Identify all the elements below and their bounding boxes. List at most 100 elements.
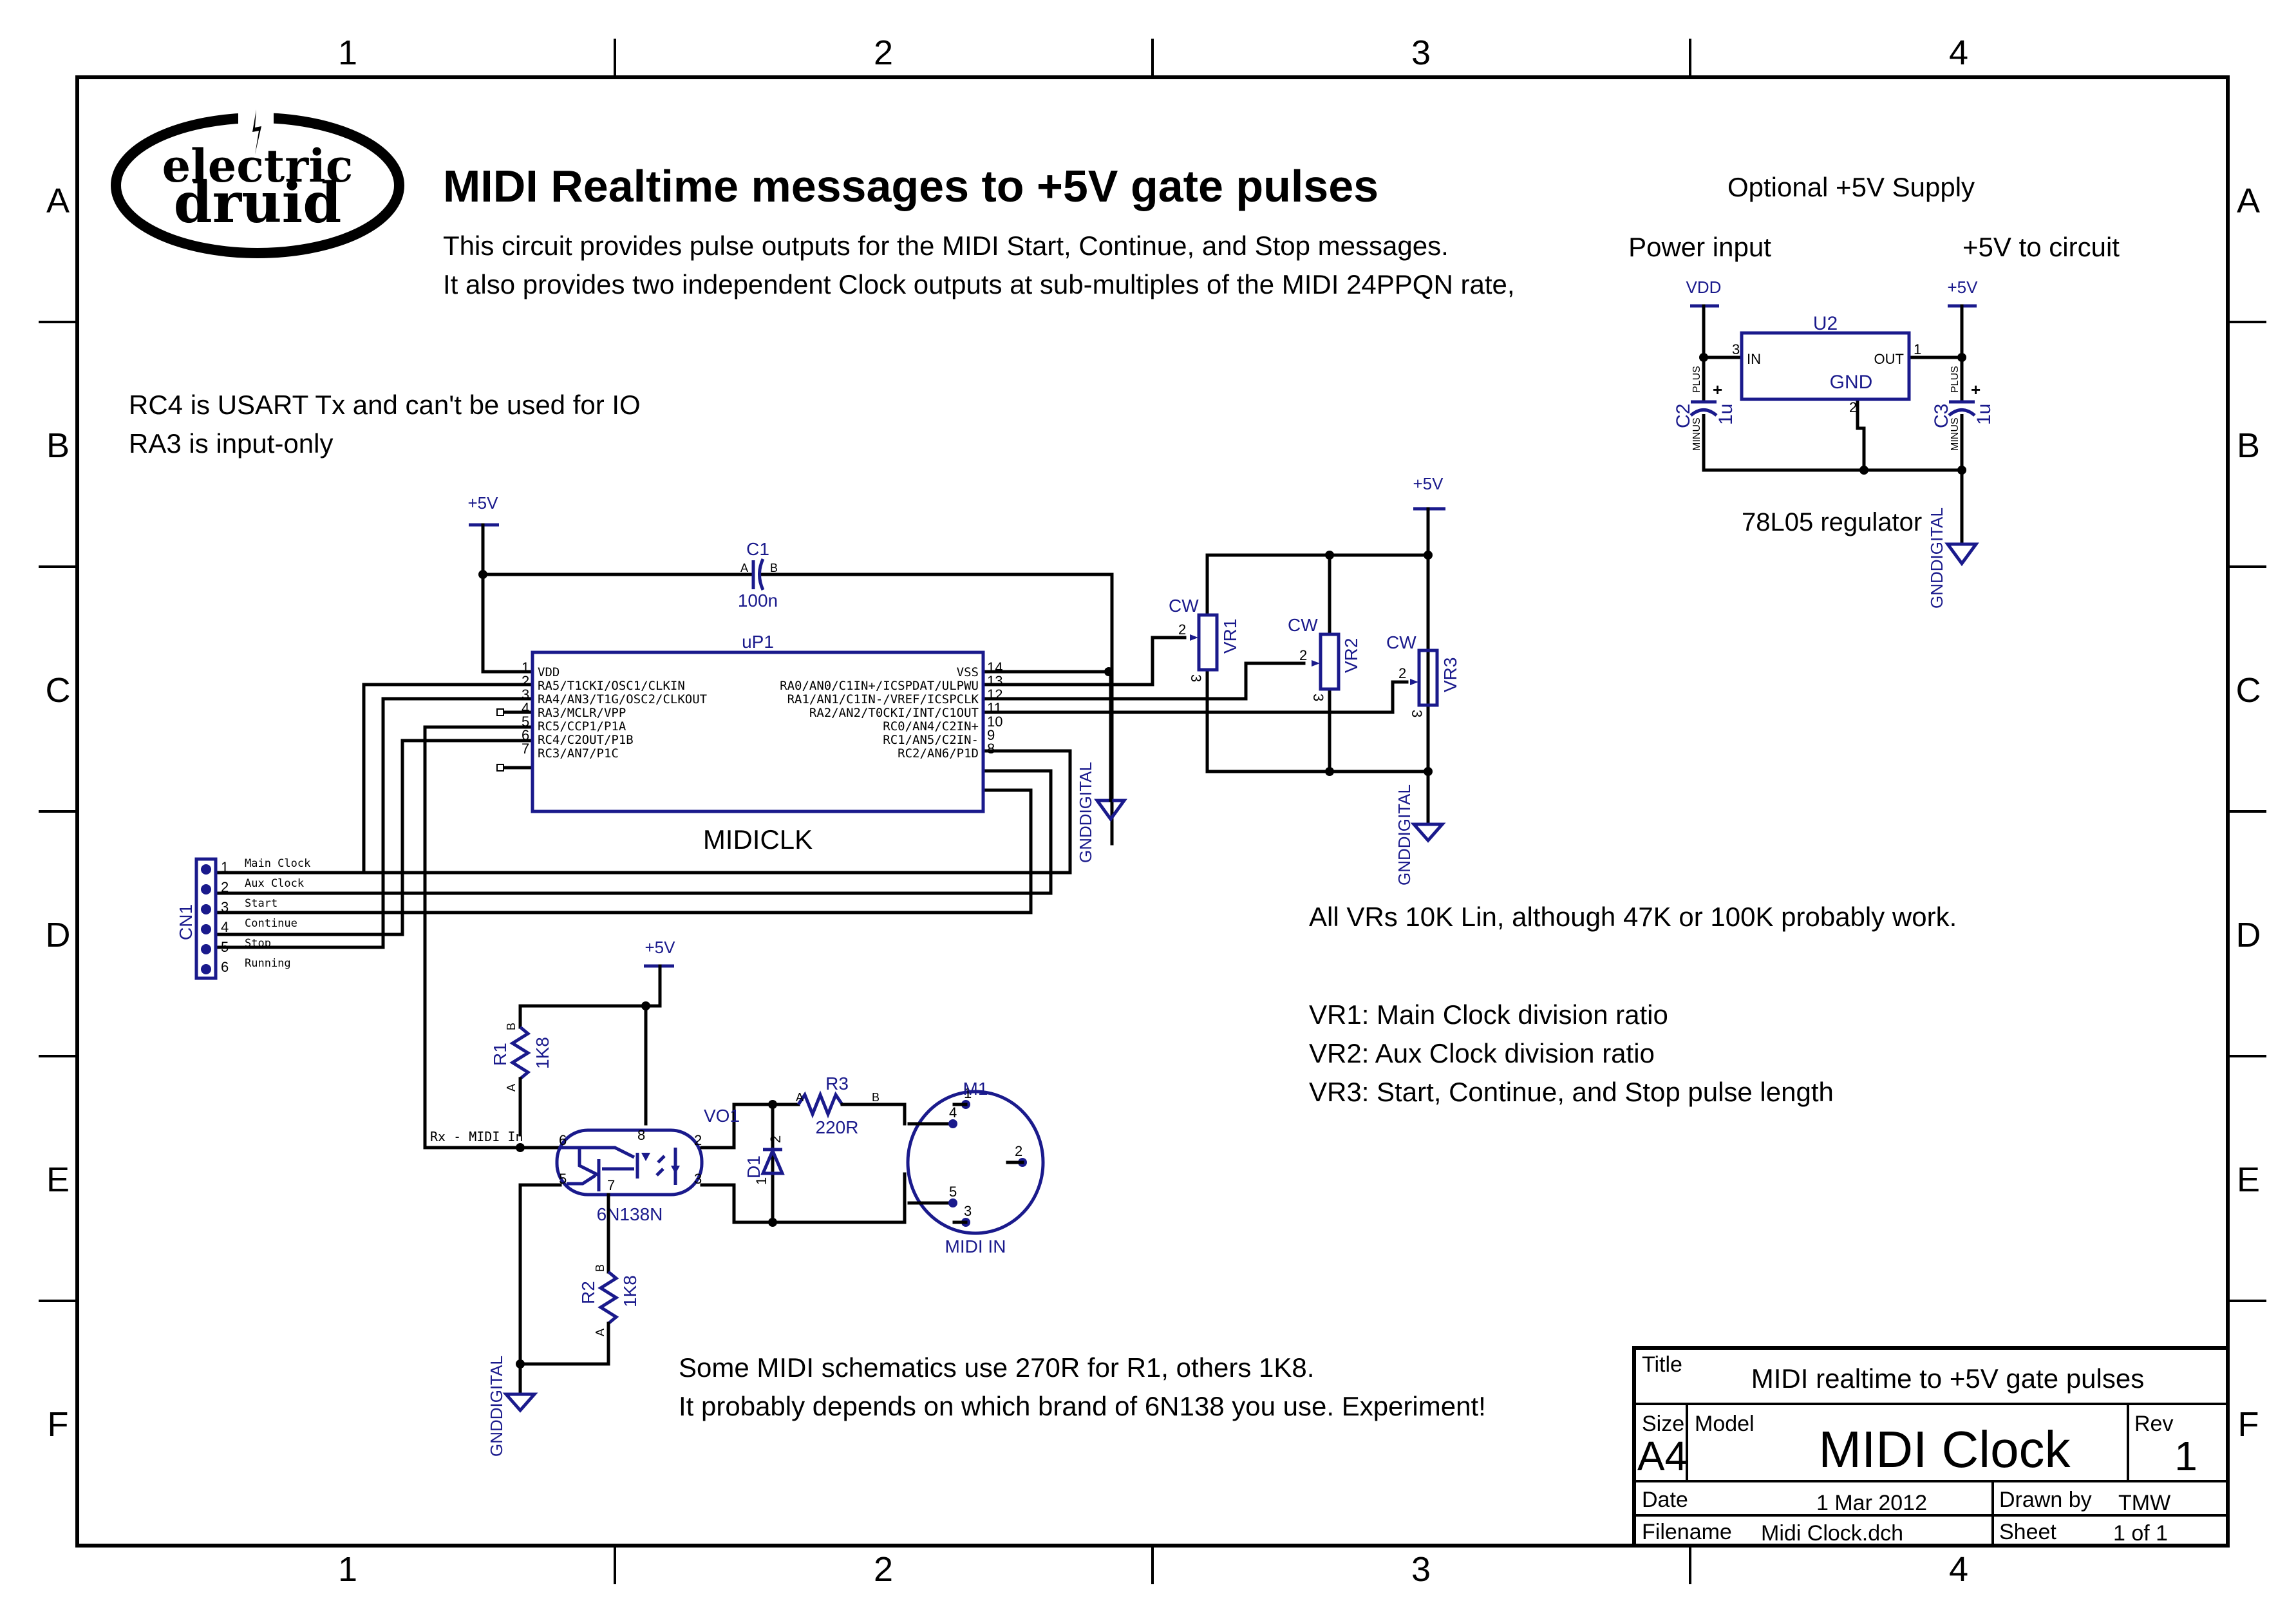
drawn-by-value: TMW bbox=[2118, 1491, 2170, 1515]
opto-pin: 5 bbox=[559, 1171, 567, 1187]
description-line-2: It also provides two independent Clock o… bbox=[443, 269, 1515, 299]
r3-value: 220R bbox=[816, 1117, 859, 1137]
mcu-pin-number: 11 bbox=[987, 700, 1002, 716]
cn1-pin-number: 4 bbox=[221, 919, 229, 935]
c3-plus-label: PLUS bbox=[1950, 366, 1961, 393]
mcu-pin-number: 7 bbox=[522, 741, 529, 757]
wiper-arrow-icon bbox=[1312, 660, 1320, 667]
vr1: CW VR1 2 3 bbox=[1169, 596, 1240, 682]
mcu-pin-label: RC5/CCP1/P1A bbox=[538, 719, 626, 734]
mcu-pin-number: 10 bbox=[987, 714, 1002, 730]
wire-opto-pin2 bbox=[700, 1103, 799, 1150]
cn1-pin-label: Aux Clock bbox=[245, 877, 304, 890]
photodiode-icon bbox=[641, 1153, 650, 1161]
mcu-pin-number: 12 bbox=[987, 686, 1002, 703]
mcu-pin-label: RC2/AN6/P1D bbox=[898, 746, 979, 761]
mcu-pin-label: VDD bbox=[538, 665, 560, 679]
wire-ra1-vr2 bbox=[981, 661, 1306, 701]
mcu-pin-label: VSS bbox=[957, 665, 979, 679]
opto-pin: 7 bbox=[607, 1177, 615, 1193]
plus5-label: +5V bbox=[645, 938, 676, 957]
r2-pin-a: A bbox=[594, 1329, 607, 1336]
c2-plus-label: PLUS bbox=[1691, 366, 1702, 393]
cn1-pin-label: Continue bbox=[245, 917, 297, 930]
wiper-arrow-icon bbox=[1190, 634, 1198, 641]
plus5-label: +5V bbox=[468, 493, 499, 513]
wire-ra0-vr1 bbox=[981, 636, 1187, 686]
d1-pin1: 1 bbox=[753, 1177, 769, 1185]
mcu-pin-label: RC1/AN5/C2IN- bbox=[883, 733, 979, 747]
r1-zigzag bbox=[509, 1026, 531, 1080]
wire-ra5 bbox=[217, 683, 534, 875]
gnd-label: GNDDIGITAL bbox=[1395, 784, 1414, 885]
column-label: 4 bbox=[1949, 33, 1968, 72]
junction-dot bbox=[1957, 353, 1966, 362]
date-label: Date bbox=[1642, 1488, 1688, 1512]
u2-ref: U2 bbox=[1813, 313, 1838, 334]
mcu-pin-label: RA3/MCLR/VPP bbox=[538, 706, 626, 720]
lightning-bolt-icon bbox=[252, 109, 261, 155]
no-connect-marker bbox=[496, 708, 504, 716]
light-arrow-icon bbox=[655, 1168, 664, 1177]
title-block: Title MIDI realtime to +5V gate pulses S… bbox=[1632, 1346, 2230, 1548]
regulator-label: 78L05 regulator bbox=[1742, 508, 1922, 536]
junction-dot bbox=[1699, 353, 1708, 362]
c2-value: 1u bbox=[1715, 404, 1736, 425]
drawn-by-label: Drawn by bbox=[1999, 1488, 2092, 1512]
vr3-ref: VR3 bbox=[1440, 658, 1460, 692]
row-label: E bbox=[2237, 1160, 2260, 1199]
drawing-frame: 1 2 3 4 1 2 3 4 A B C D E F A B C D E F bbox=[39, 33, 2266, 1589]
mcu-wiring: +5V C1 A B 100n GNDDIGITAL bbox=[217, 493, 1409, 1150]
note-vr-values: All VRs 10K Lin, although 47K or 100K pr… bbox=[1309, 902, 1957, 932]
mcu-pin-number: 3 bbox=[522, 686, 529, 703]
r1-ref: R1 bbox=[490, 1043, 510, 1066]
midi-in-section: +5V R1 1K8 A B Rx - MIDI In 6N138N 6 8 2… bbox=[423, 938, 1045, 1457]
vr1-pin2: 2 bbox=[1178, 621, 1186, 638]
electric-druid-logo: electric druid bbox=[111, 109, 404, 258]
logo-text-electric: electric bbox=[162, 139, 353, 193]
c1-pin-a: A bbox=[740, 562, 748, 574]
wire-opto-pin3 bbox=[700, 1172, 907, 1224]
vdd-label: VDD bbox=[1686, 278, 1722, 297]
column-label: 2 bbox=[874, 33, 893, 72]
model-value: MIDI Clock bbox=[1818, 1421, 2071, 1478]
mcu-pin-label: RA5/T1CKI/OSC1/CLKIN bbox=[538, 679, 685, 693]
din-pin-label: 1 bbox=[964, 1085, 972, 1101]
junction-dot bbox=[1424, 551, 1433, 560]
c1-ref: C1 bbox=[746, 539, 769, 559]
cn1-pin-dot bbox=[201, 924, 211, 934]
r1-pin-a: A bbox=[505, 1084, 518, 1092]
cn1-pin-label: Stop bbox=[245, 937, 271, 950]
cn1-pin-dot bbox=[201, 904, 211, 914]
note-rc4: RC4 is USART Tx and can't be used for IO bbox=[129, 390, 641, 420]
d1-ref: D1 bbox=[744, 1155, 764, 1179]
vr2: CW VR2 2 3 bbox=[1288, 615, 1361, 701]
column-label: 1 bbox=[338, 33, 357, 72]
ground-icon bbox=[1410, 822, 1446, 843]
row-label: A bbox=[46, 182, 70, 220]
mcu-up1: uP1 MIDICLK VDD1RA5/T1CKI/OSC1/CLKIN2RA4… bbox=[522, 632, 1002, 855]
din-label: MIDI IN bbox=[945, 1236, 1006, 1256]
date-value: 1 Mar 2012 bbox=[1816, 1491, 1927, 1515]
no-connect-marker bbox=[496, 764, 504, 772]
c1-pin-b: B bbox=[770, 562, 778, 574]
column-label: 3 bbox=[1411, 1550, 1431, 1589]
wire-r3-b bbox=[840, 1103, 907, 1126]
din-pin-5 bbox=[948, 1198, 957, 1207]
r2-pin-b: B bbox=[594, 1264, 607, 1272]
c2-ref: C2 bbox=[1673, 404, 1694, 428]
wire-pot-bottom bbox=[1205, 668, 1430, 773]
mcu-pin-label: RA4/AN3/T1G/OSC2/CLKOUT bbox=[538, 692, 707, 706]
rev-label: Rev bbox=[2134, 1412, 2173, 1436]
column-label: 1 bbox=[338, 1550, 357, 1589]
mcu-pin-number: 8 bbox=[987, 741, 995, 757]
junction-dot bbox=[1859, 466, 1868, 475]
junction-dot bbox=[516, 1143, 525, 1152]
title-label: Title bbox=[1642, 1352, 1682, 1377]
vr3-pin2: 2 bbox=[1398, 665, 1406, 681]
wire-gnd bbox=[1856, 397, 1866, 472]
mcu-pin-number: 1 bbox=[522, 659, 529, 676]
title-value: MIDI realtime to +5V gate pulses bbox=[1751, 1363, 2144, 1394]
